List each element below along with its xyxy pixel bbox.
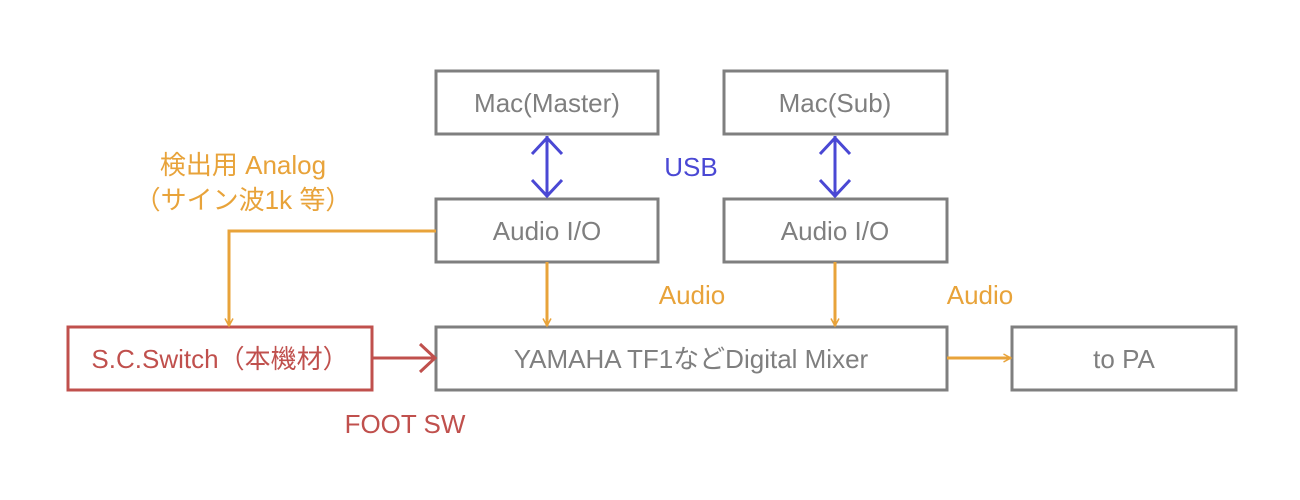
usb-link-sub <box>818 135 852 199</box>
audio-io-master-label: Audio I/O <box>493 216 601 246</box>
analog-detection-arrow <box>229 229 436 326</box>
mac-master-label: Mac(Master) <box>474 88 620 118</box>
usb-label: USB <box>664 152 717 182</box>
analog-label-line2: （サイン波1k 等） <box>135 185 352 215</box>
mac-sub-box <box>722 69 949 136</box>
to-pa-label: to PA <box>1093 344 1155 374</box>
usb-link-master <box>530 135 564 199</box>
mac-sub-label: Mac(Sub) <box>779 88 892 118</box>
audio-io-sub-label: Audio I/O <box>781 216 889 246</box>
to-pa-box <box>1010 325 1238 392</box>
audio-label-sub: Audio <box>947 280 1014 310</box>
sc-switch-box <box>66 325 374 392</box>
audio-io-sub-box <box>722 197 949 264</box>
foot-sw-label: FOOT SW <box>345 409 466 439</box>
analog-label-line1: 検出用 Analog <box>160 150 326 180</box>
mac-master-box <box>434 69 660 136</box>
audio-label-master: Audio <box>659 280 726 310</box>
digital-mixer-label: YAMAHA TF1などDigital Mixer <box>514 344 869 374</box>
sc-switch-label: S.C.Switch（本機材） <box>91 344 348 374</box>
foot-sw-arrow <box>372 342 438 374</box>
